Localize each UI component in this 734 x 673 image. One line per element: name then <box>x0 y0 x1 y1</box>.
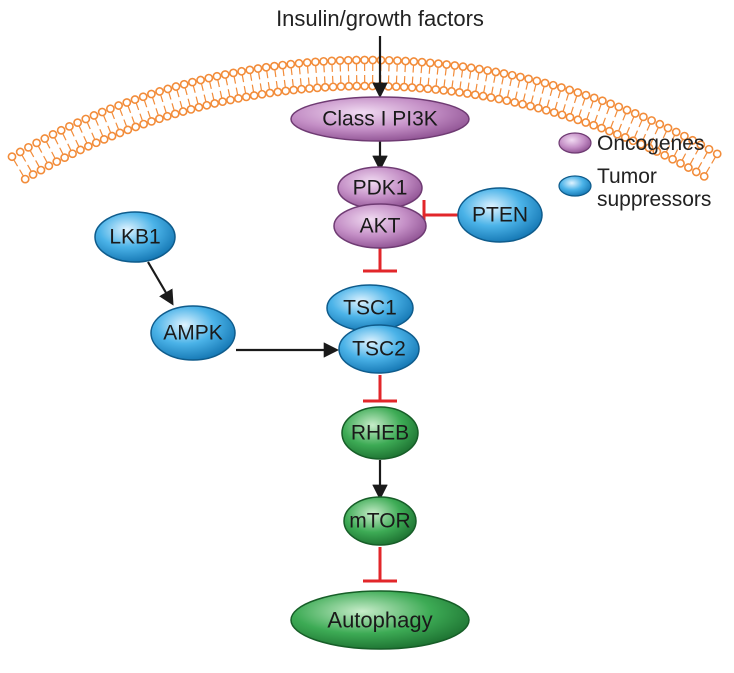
node-lkb1: LKB1 <box>95 212 175 262</box>
legend-oncogenes-label: Oncogenes <box>597 132 704 155</box>
svg-text:Autophagy: Autophagy <box>327 608 432 633</box>
node-pten: PTEN <box>458 188 542 242</box>
legend-oncogenes: Oncogenes <box>559 132 704 155</box>
svg-text:TSC1: TSC1 <box>343 297 397 320</box>
legend-tumor-label-1: Tumor <box>597 165 657 188</box>
node-rheb: RHEB <box>342 407 418 459</box>
legend-tumor-label-2: suppressors <box>597 188 711 211</box>
inhibit-pten-to-akt <box>424 200 458 230</box>
node-ampk: AMPK <box>151 306 235 360</box>
inhibit-tsc-to-rheb <box>363 375 397 401</box>
node-mtor: mTOR <box>344 497 416 545</box>
svg-text:RHEB: RHEB <box>351 422 409 445</box>
svg-text:PDK1: PDK1 <box>353 177 408 200</box>
svg-text:AMPK: AMPK <box>163 322 223 345</box>
legend-oncogene-swatch <box>559 133 591 153</box>
svg-text:AKT: AKT <box>360 215 401 238</box>
node-autophagy: Autophagy <box>291 591 469 649</box>
legend-tumor-swatch <box>559 176 591 196</box>
svg-text:LKB1: LKB1 <box>109 226 160 249</box>
node-pdk1: PDK1 <box>338 167 422 209</box>
svg-text:mTOR: mTOR <box>349 510 410 533</box>
inhibit-akt-to-tsc <box>363 246 397 271</box>
svg-text:PTEN: PTEN <box>472 204 528 227</box>
arrow-lkb1-to-ampk <box>148 262 172 303</box>
svg-text:Class I PI3K: Class I PI3K <box>322 108 438 131</box>
node-tsc1: TSC1 <box>327 285 413 331</box>
node-tsc2: TSC2 <box>339 325 419 373</box>
node-akt: AKT <box>334 204 426 248</box>
svg-text:TSC2: TSC2 <box>352 338 406 361</box>
node-pi3k: Class I PI3K <box>291 97 469 141</box>
signal-label: Insulin/growth factors <box>276 6 484 31</box>
inhibit-mtor-to-autophagy <box>363 547 397 581</box>
